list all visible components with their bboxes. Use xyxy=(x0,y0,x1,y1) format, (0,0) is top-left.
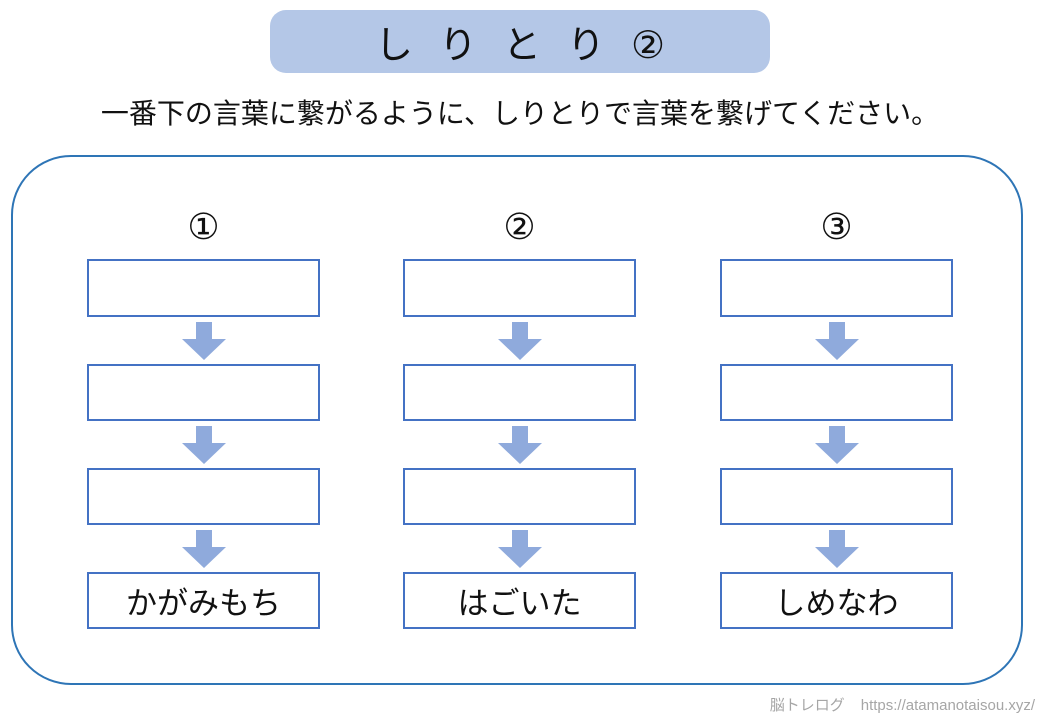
shiritori-column-3: ③ しめなわ xyxy=(720,195,953,629)
blank-answer-box[interactable] xyxy=(720,364,953,421)
goal-word-box: しめなわ xyxy=(720,572,953,629)
down-arrow-icon xyxy=(497,321,542,360)
instruction-text: 一番下の言葉に繋がるように、しりとりで言葉を繋げてください。 xyxy=(100,98,940,129)
down-arrow-icon xyxy=(181,321,226,360)
goal-word: しめなわ xyxy=(774,586,899,621)
down-arrow-icon xyxy=(814,321,859,360)
blank-answer-box[interactable] xyxy=(87,259,320,317)
blank-answer-box[interactable] xyxy=(720,468,953,525)
down-arrow-icon xyxy=(181,529,226,568)
down-arrow-icon xyxy=(181,425,226,464)
page-title: しりとり② xyxy=(374,25,692,67)
down-arrow-icon xyxy=(814,425,859,464)
blank-answer-box[interactable] xyxy=(403,364,636,421)
goal-word-box: はごいた xyxy=(403,572,636,629)
blank-answer-box[interactable] xyxy=(403,468,636,525)
down-arrow-icon xyxy=(497,529,542,568)
column-number: ③ xyxy=(820,206,853,247)
column-number: ② xyxy=(503,206,536,247)
column-number: ① xyxy=(187,206,220,247)
title-banner: しりとり② xyxy=(270,10,770,73)
down-arrow-icon xyxy=(814,529,859,568)
goal-word: はごいた xyxy=(457,586,582,621)
goal-word-box: かがみもち xyxy=(87,572,320,629)
goal-word: かがみもち xyxy=(126,586,281,621)
shiritori-column-1: ① かがみもち xyxy=(87,195,320,629)
shiritori-column-2: ② はごいた xyxy=(403,195,636,629)
footer: 脳トレログ https://atamanotaisou.xyz/ xyxy=(770,694,1035,715)
blank-answer-box[interactable] xyxy=(87,468,320,525)
blank-answer-box[interactable] xyxy=(403,259,636,317)
blank-answer-box[interactable] xyxy=(720,259,953,317)
footer-url-link[interactable]: https://atamanotaisou.xyz/ xyxy=(860,697,1035,714)
footer-site-name: 脳トレログ xyxy=(769,697,845,714)
down-arrow-icon xyxy=(497,425,542,464)
blank-answer-box[interactable] xyxy=(87,364,320,421)
